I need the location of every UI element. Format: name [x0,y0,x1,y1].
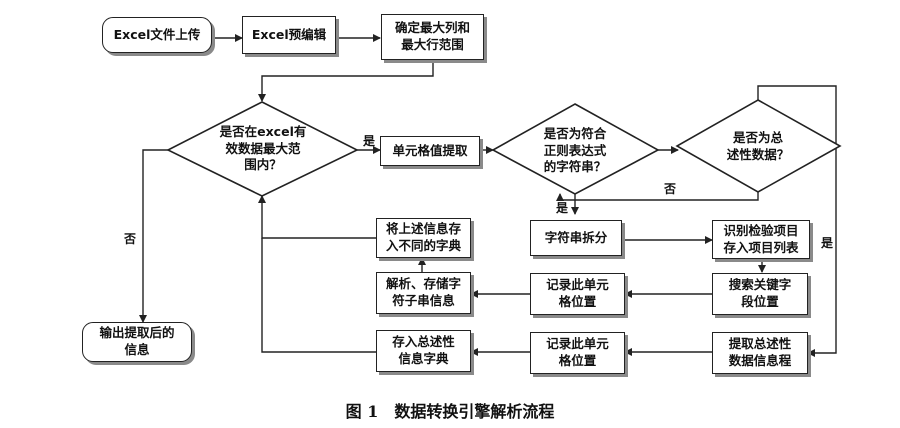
node-store-diff-dict: 将上述信息存 入不同的字典 [376,218,471,258]
decision-in-range-shape [166,101,359,197]
edge-label-no-regex: 否 [664,182,677,196]
edge-label-no-output: 否 [124,232,137,246]
edge-summary-no-return [556,192,759,201]
edge-label-yes-split: 是 [556,201,569,215]
decision-regex-shape [491,103,660,195]
node-output-info: 输出提取后的 信息 [82,322,192,362]
node-parse-store: 解析、存储字 符子串信息 [376,272,471,314]
decision-in-range: 是否在excel有 效数据最大范 围内？ [219,123,307,173]
node-search-keyword: 搜索关键字 段位置 [712,273,808,315]
decision-summary-data: 是否为总 述性数据？ [726,130,790,162]
node-string-split: 字符串拆分 [530,220,622,256]
node-excel-preedit: Excel预编辑 [242,16,336,54]
node-store-summary-dict: 存入总述性 信息字典 [376,330,471,372]
node-record-cell-2: 记录此单元 格位置 [530,332,625,374]
node-excel-upload: Excel文件上传 [102,17,212,53]
decision-regex-string: 是否为符合 正则表达式 的字符串？ [543,125,607,175]
node-cell-value-extract: 单元格值提取 [380,136,480,166]
edge-maxrange-to-inrange [258,60,434,102]
node-max-range: 确定最大列和 最大行范围 [381,14,484,60]
edge-storediff-to-inrange [258,195,376,239]
edge-summary-yes [757,85,837,357]
edge-label-yes-extract: 是 [363,134,376,148]
node-extract-summary: 提取总述性 数据信息程 [712,332,808,374]
edge-storesummary-loop [261,238,376,353]
decision-summary-shape [675,99,842,193]
node-identify-items: 识别检验项目 存入项目列表 [712,220,810,259]
node-record-cell-1: 记录此单元 格位置 [530,273,625,315]
edge-inrange-to-output [139,149,168,323]
figure-caption: 图 1 数据转换引擎解析流程 [345,402,555,421]
edge-label-yes-summary: 是 [821,236,834,250]
